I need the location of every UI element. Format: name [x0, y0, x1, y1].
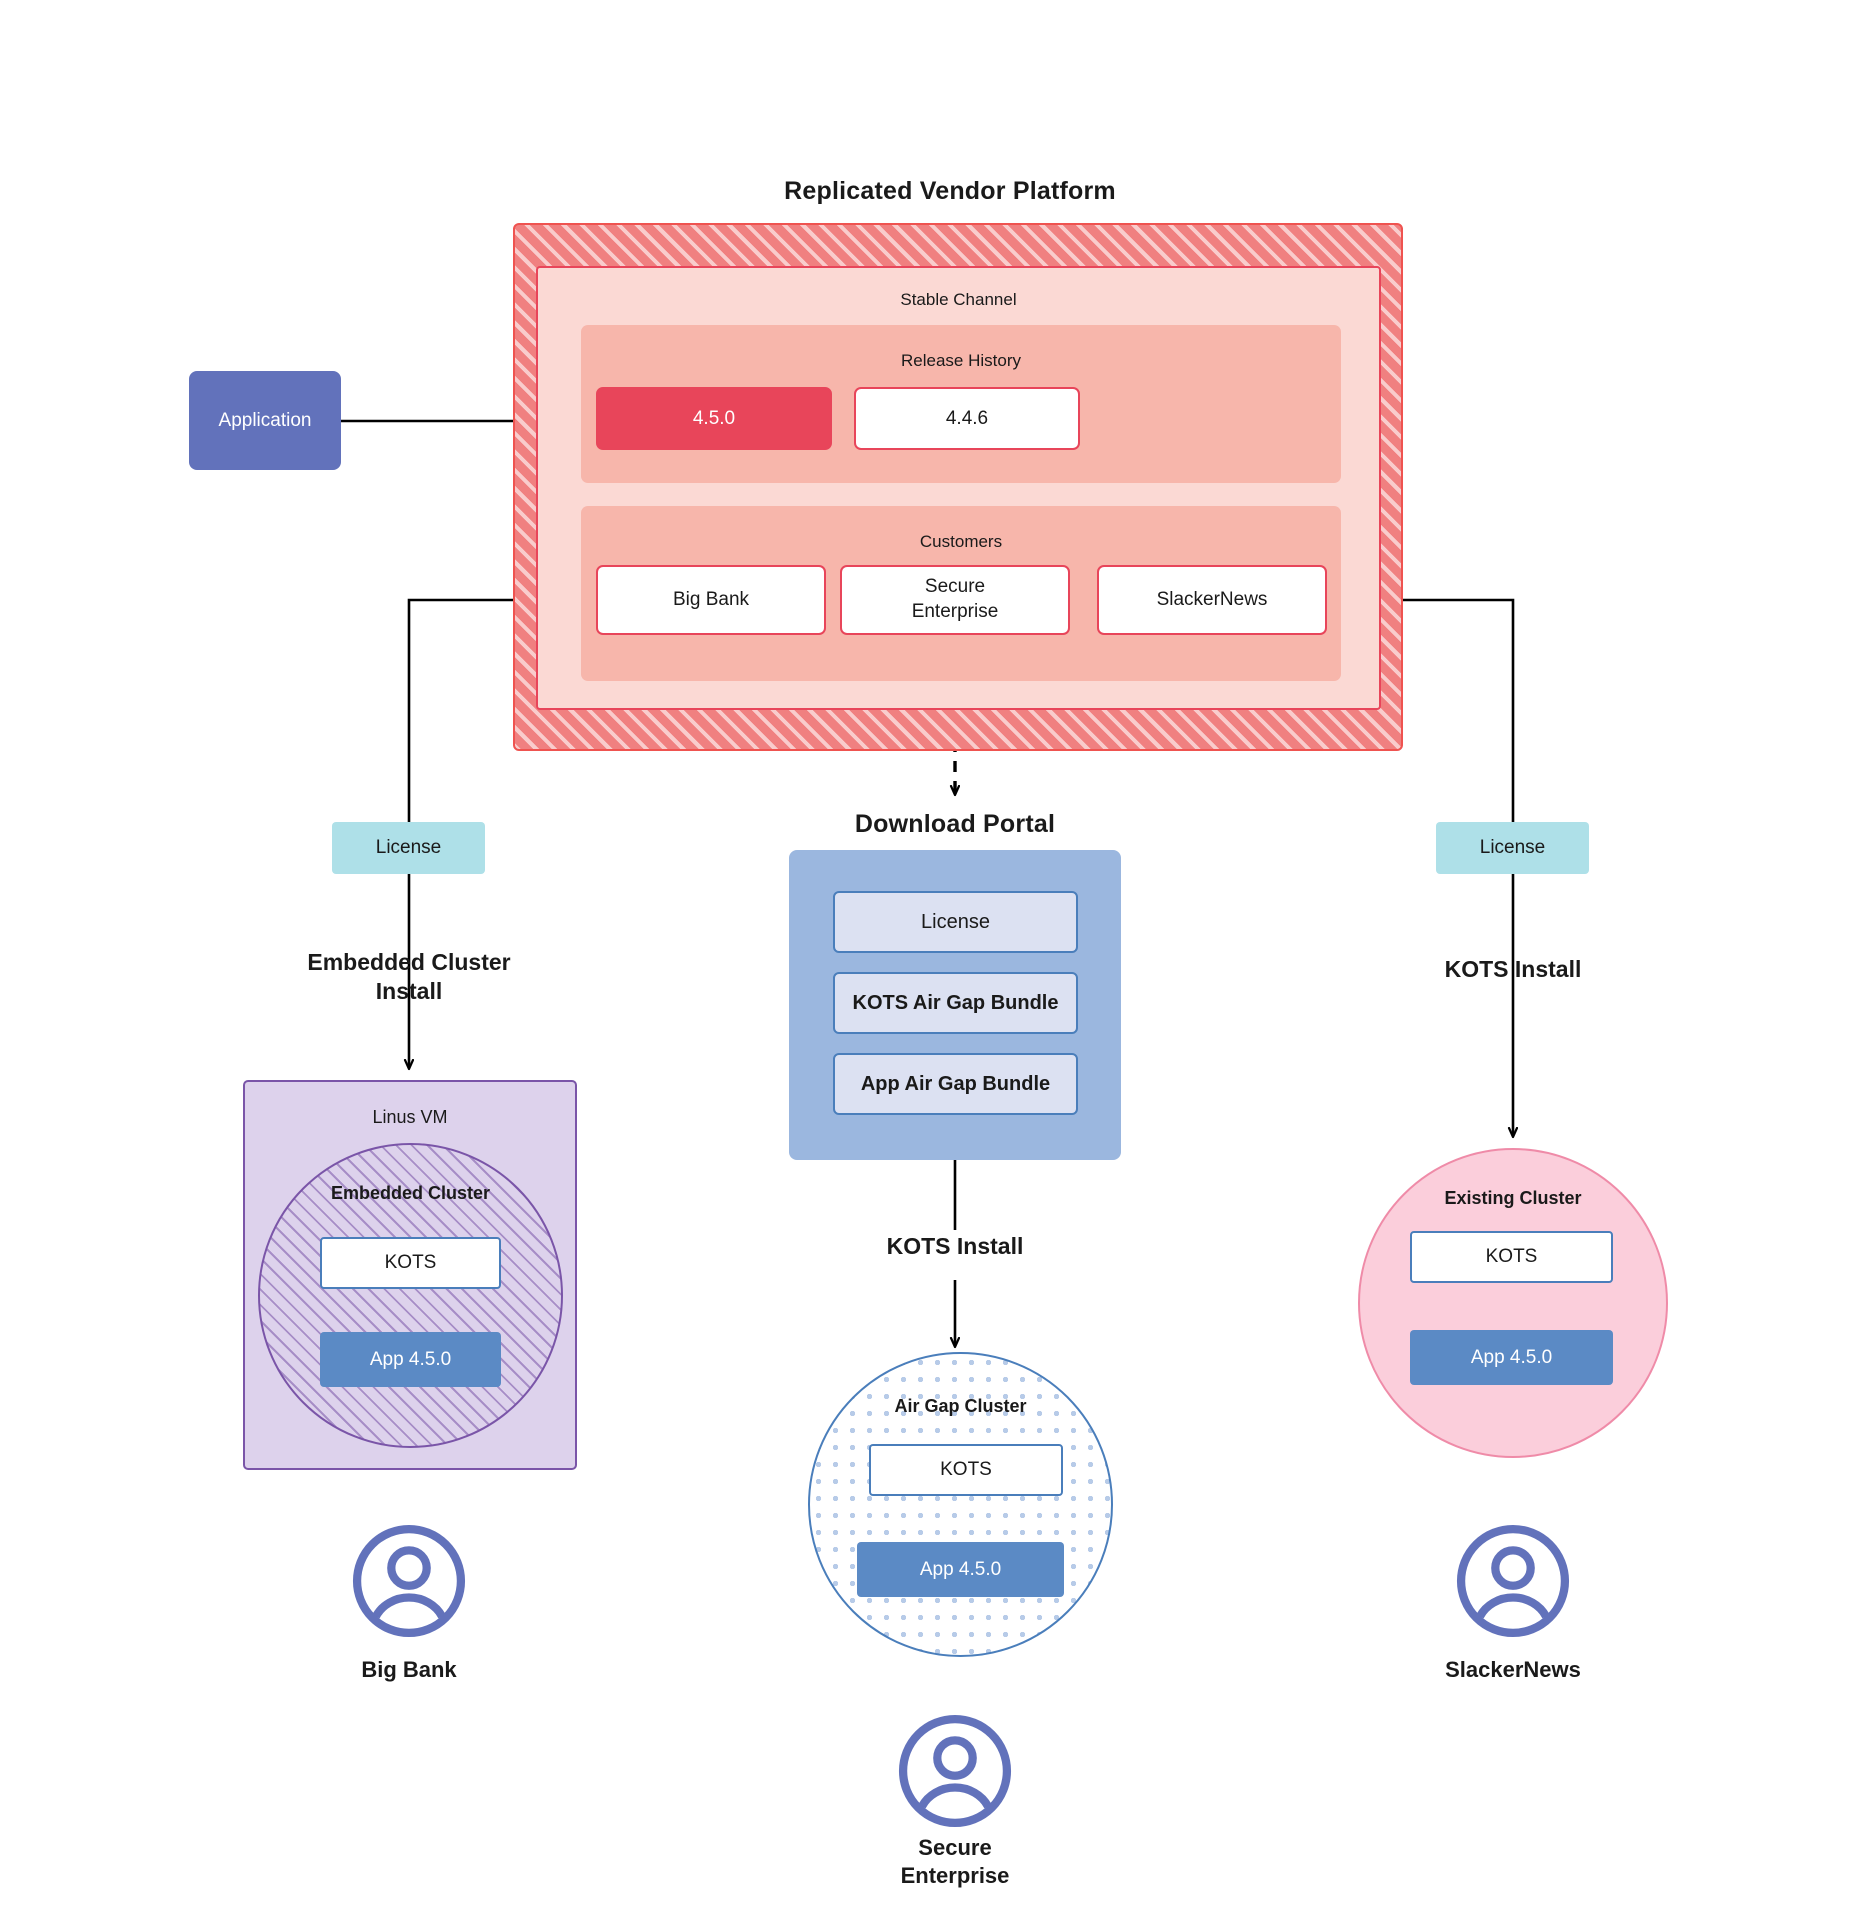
linux-vm-title: Linus VM: [372, 1106, 448, 1127]
release-chip-active[interactable]: 4.5.0: [596, 387, 832, 450]
flow-label-kots-install-center: KOTS Install: [886, 1232, 1024, 1259]
persona-label-secure-enterprise: Secure Enterprise: [900, 1834, 1010, 1888]
app-version-box-right[interactable]: App 4.5.0: [1410, 1330, 1613, 1385]
app-version-box-left[interactable]: App 4.5.0: [320, 1332, 501, 1387]
kots-box-right[interactable]: KOTS: [1410, 1231, 1613, 1283]
persona-avatar-secure-enterprise: [896, 1712, 1014, 1830]
embedded-cluster-title: Embedded Cluster: [330, 1182, 491, 1203]
existing-cluster-title: Existing Cluster: [1444, 1187, 1582, 1208]
kots-box-center[interactable]: KOTS: [869, 1444, 1063, 1496]
page-title: Replicated Vendor Platform: [784, 176, 1116, 205]
flow-label-embedded-cluster-install: Embedded Cluster Install: [307, 949, 511, 1004]
portal-item-kots-airgap-bundle[interactable]: KOTS Air Gap Bundle: [833, 972, 1078, 1034]
customer-card-label: Big Bank: [672, 588, 750, 610]
release-history-label: Release History: [901, 351, 1021, 370]
customer-card-slackernews[interactable]: SlackerNews: [1097, 565, 1327, 635]
air-gap-cluster-circle: [808, 1352, 1113, 1657]
customer-card-secure-enterprise[interactable]: Secure Enterprise: [840, 565, 1070, 635]
license-pill-left[interactable]: License: [332, 822, 485, 874]
flow-label-kots-install-right: KOTS Install: [1444, 955, 1582, 982]
customer-card-label: SlackerNews: [1156, 588, 1268, 610]
application-node[interactable]: Application: [189, 371, 341, 470]
persona-label-big-bank: Big Bank: [361, 1656, 457, 1682]
release-chip-inactive[interactable]: 4.4.6: [854, 387, 1080, 450]
license-pill-right[interactable]: License: [1436, 822, 1589, 874]
persona-label-slackernews: SlackerNews: [1445, 1656, 1581, 1682]
app-version-box-center[interactable]: App 4.5.0: [857, 1542, 1064, 1597]
customers-label: Customers: [919, 532, 1003, 551]
portal-item-app-airgap-bundle[interactable]: App Air Gap Bundle: [833, 1053, 1078, 1115]
customer-card-big-bank[interactable]: Big Bank: [596, 565, 826, 635]
persona-avatar-slackernews: [1454, 1522, 1572, 1640]
customer-card-label: Secure Enterprise: [911, 576, 999, 622]
stable-channel-label: Stable Channel: [900, 290, 1017, 309]
kots-box-left[interactable]: KOTS: [320, 1237, 501, 1289]
embedded-cluster-circle: [258, 1143, 563, 1448]
persona-avatar-big-bank: [350, 1522, 468, 1640]
existing-cluster-circle: [1358, 1148, 1668, 1458]
air-gap-cluster-title: Air Gap Cluster: [894, 1395, 1027, 1416]
download-portal-title: Download Portal: [854, 809, 1056, 838]
portal-item-license[interactable]: License: [833, 891, 1078, 953]
